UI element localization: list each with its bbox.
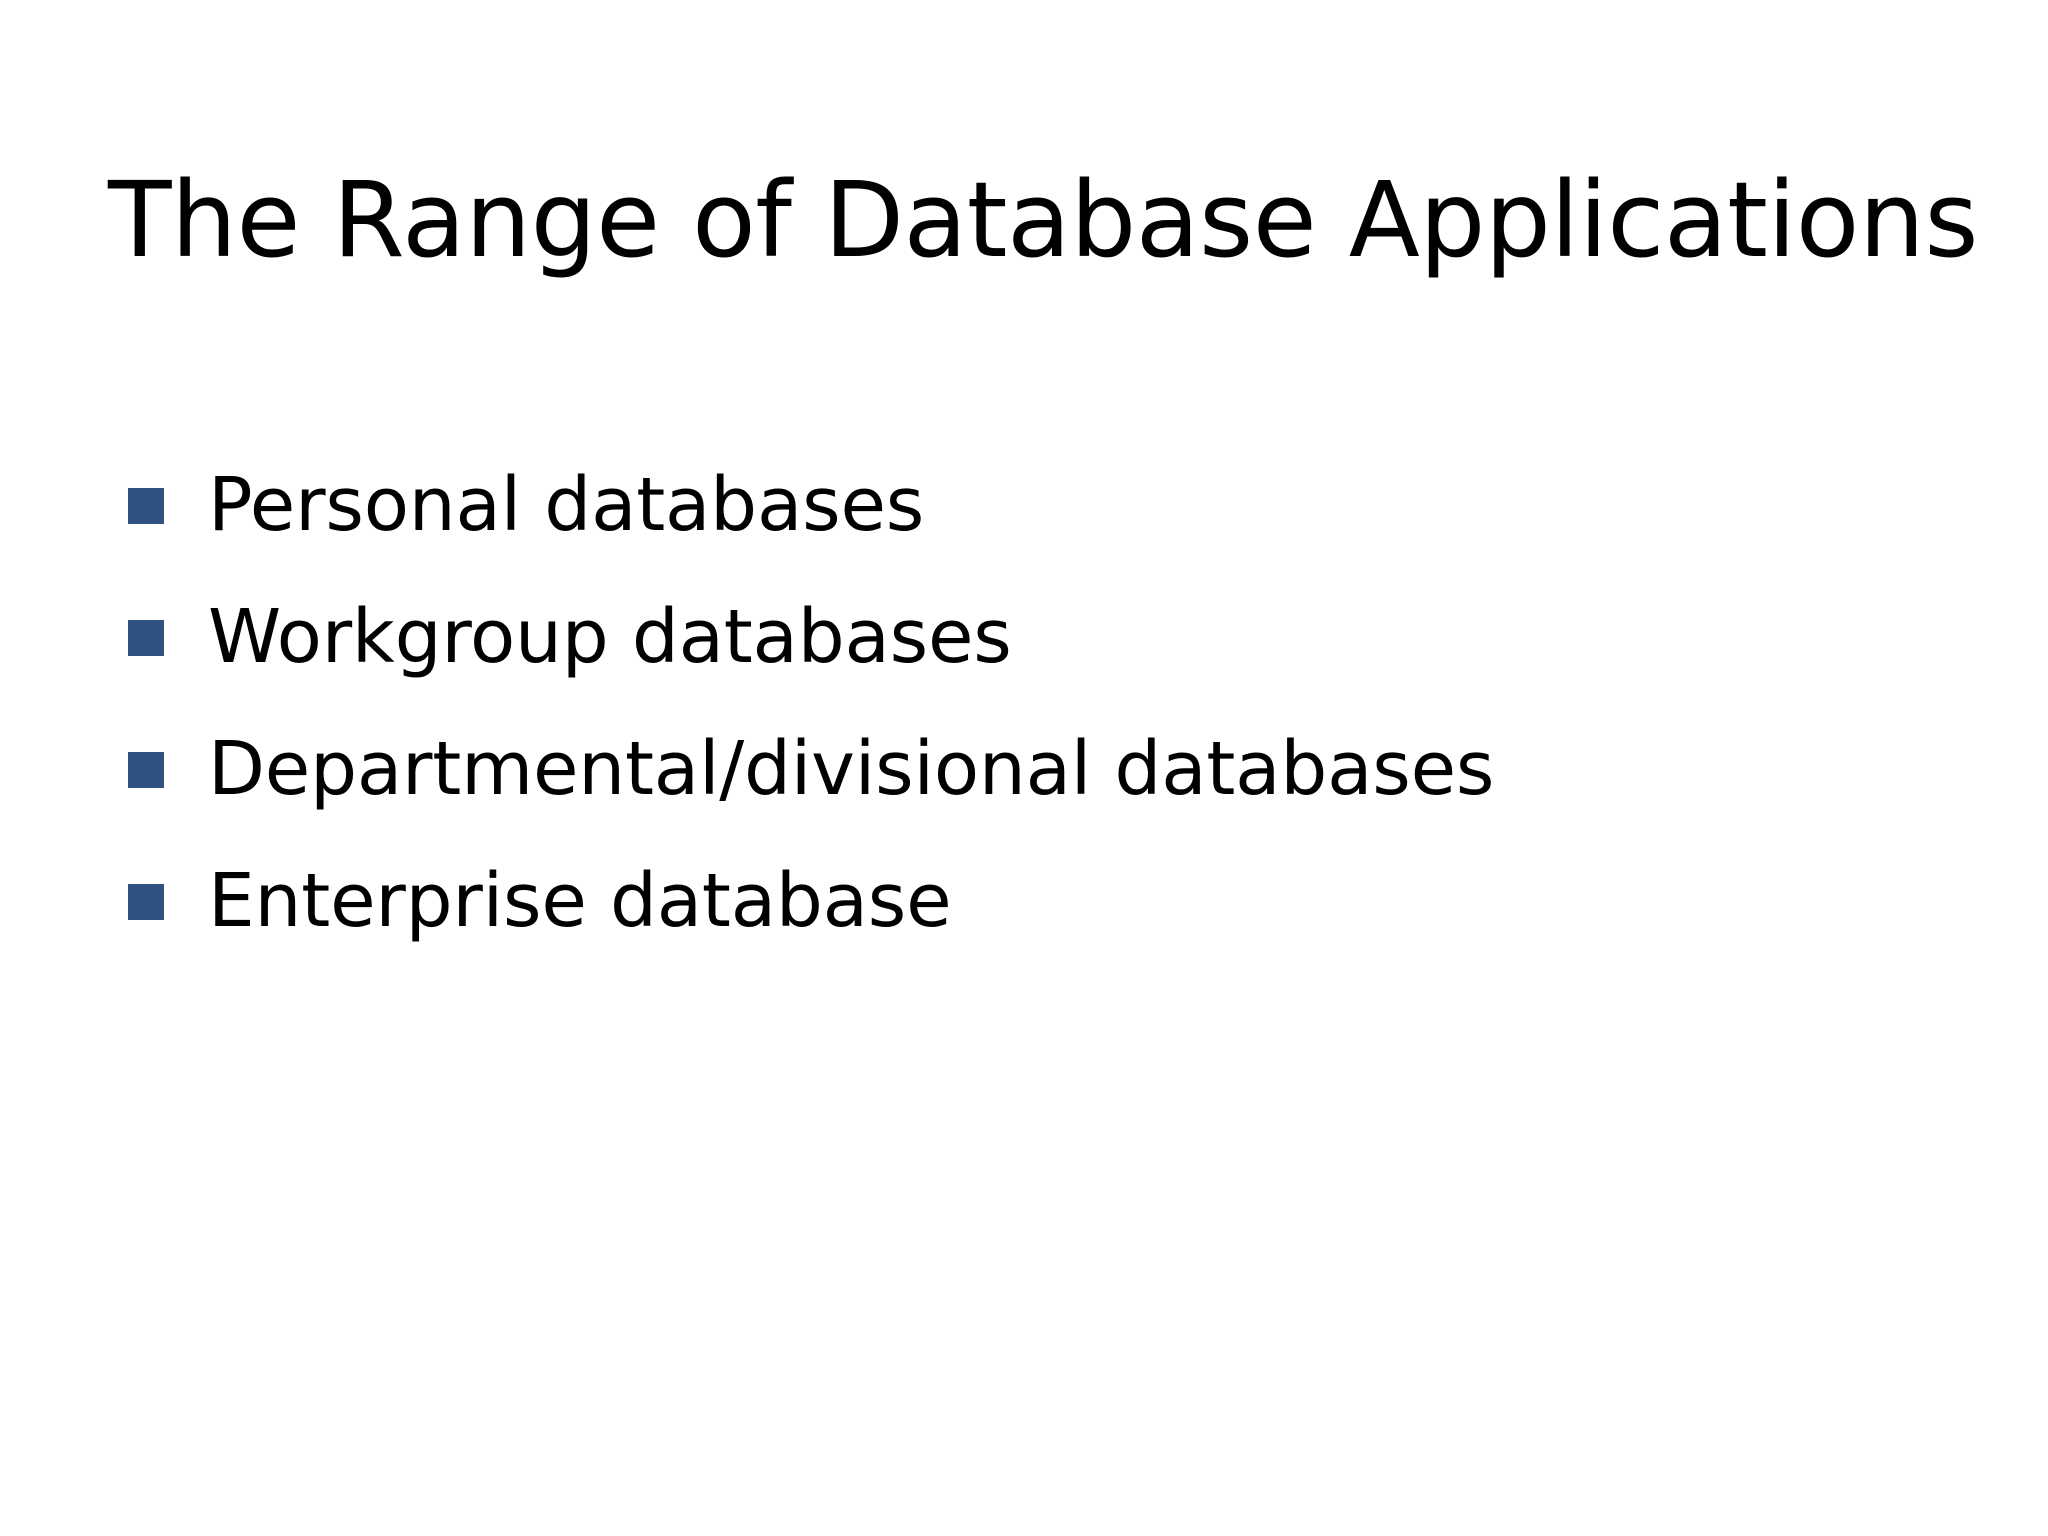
square-bullet-icon — [128, 488, 164, 524]
square-bullet-icon — [128, 884, 164, 920]
list-item[interactable]: Personal databases — [120, 440, 1950, 572]
list-item-label: Enterprise database — [208, 858, 952, 945]
list-item[interactable]: Departmental/divisional databases — [120, 704, 1950, 836]
list-item-label: Personal databases — [208, 462, 925, 549]
square-bullet-icon — [128, 752, 164, 788]
list-item[interactable]: Workgroup databases — [120, 572, 1950, 704]
square-bullet-icon — [128, 620, 164, 656]
list-item-label: Workgroup databases — [208, 594, 1012, 681]
bullet-list: Personal databases Workgroup databases D… — [120, 440, 1950, 968]
list-item-label: Departmental/divisional databases — [208, 726, 1495, 813]
page-title: The Range of Database Applications — [108, 158, 1979, 281]
list-item[interactable]: Enterprise database — [120, 836, 1950, 968]
